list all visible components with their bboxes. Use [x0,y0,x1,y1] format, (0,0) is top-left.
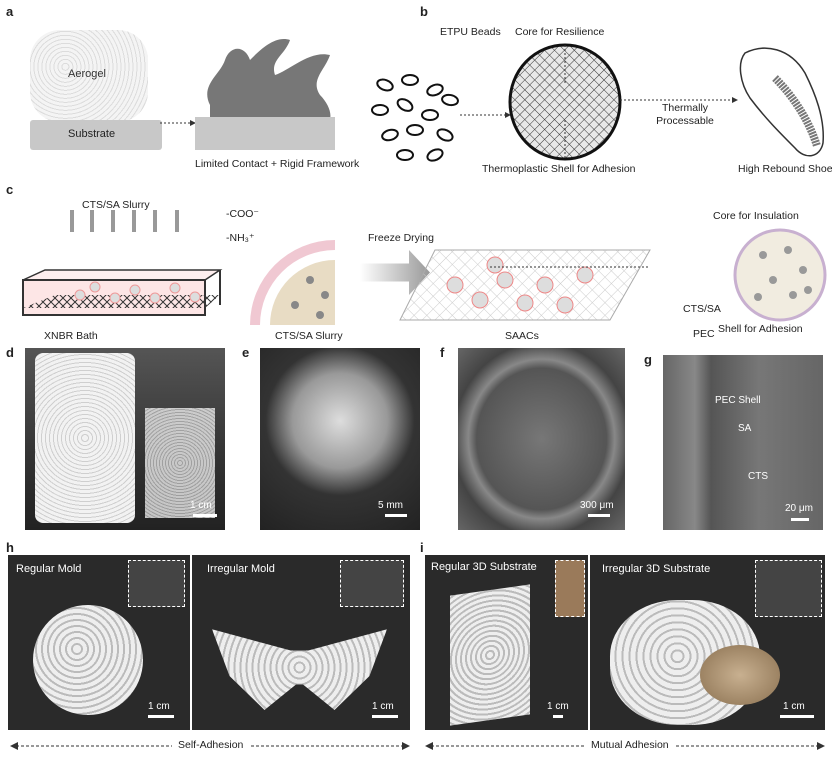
photo-regular-3d-substrate: Regular 3D Substrate 1 cm [425,555,588,730]
photo-dandelion: 5 mm [260,348,420,530]
sa-label: SA [738,423,752,434]
scale-label-i-right: 1 cm [783,701,805,712]
scale-label-i-left: 1 cm [547,701,569,712]
regular-mold-label: Regular Mold [16,563,82,575]
sem-cross-section: 300 μm [458,348,625,530]
scale-label-d: 1 cm [190,500,212,511]
panel-label-e: e [242,345,250,360]
coo-group-label: -COO⁻ [226,208,259,220]
core-resilience-label: Core for Resilience [515,26,605,38]
self-adhesion-label: Self-Adhesion [172,739,250,751]
scale-label-e: 5 mm [378,500,403,511]
xnbr-bath-diagram [22,210,223,316]
aerogel-label: Aerogel [68,68,106,80]
substrate-block [30,120,162,150]
cts-sa-label: CTS/SA [683,303,721,315]
pec-shell-label: PEC Shell [715,395,761,406]
slurry-quarter-section [250,240,335,325]
panel-label-c: c [6,182,14,197]
panel-label-g: g [644,352,652,367]
panel-label-a: a [6,4,14,19]
saacs-mesh-diagram [399,249,651,321]
nh3-group-label: -NH₃⁺ [226,232,255,244]
saac-cross-section [733,228,827,322]
pec-label: PEC [693,328,715,340]
mutual-adhesion-label: Mutual Adhesion [585,739,675,751]
photo-regular-mold-sphere: Regular Mold 1 cm [8,555,190,730]
aerogel-block [30,30,148,122]
xnbr-bath-label: XNBR Bath [44,330,98,342]
cts-label: CTS [748,471,768,482]
process-arrow [620,97,738,103]
etpu-beads-diagram [371,74,511,162]
irregular-substrate-label: Irregular 3D Substrate [602,563,711,575]
thermally-processable-label: Thermally Processable [656,102,714,127]
high-rebound-shoes-label: High Rebound Shoes [738,163,832,175]
panel-a-caption: Limited Contact + Rigid Framework [195,158,360,170]
self-adhesion-arrow [10,742,410,750]
photo-irregular-mold-butterfly: Irregular Mold 1 cm [192,555,410,730]
panel-label-i: i [420,540,424,555]
freeze-drying-label: Freeze Drying [368,232,434,244]
photo-jars-of-beads: 1 cm [25,348,225,530]
substrate-label: Substrate [68,128,116,140]
irregular-mold-label: Irregular Mold [207,563,275,575]
etpu-beads-label: ETPU Beads [440,26,501,38]
core-insulation-label: Core for Insulation [713,210,799,222]
rigid-framework-diagram [160,39,335,150]
photo-irregular-3d-substrate: Irregular 3D Substrate 1 cm [590,555,825,730]
scale-label-g: 20 μm [785,503,813,514]
cts-sa-slurry-bottom-label: CTS/SA Slurry [275,330,343,342]
sem-shell-detail: PEC Shell SA CTS 20 μm [663,355,823,530]
thermoplastic-shell-label: Thermoplastic Shell for Adhesion [482,163,636,175]
panel-label-b: b [420,4,428,19]
scale-label-h-left: 1 cm [148,701,170,712]
saacs-label: SAACs [505,330,539,342]
cts-sa-slurry-top-label: CTS/SA Slurry [82,199,150,211]
scale-label-f: 300 μm [580,500,614,511]
scale-label-h-right: 1 cm [372,701,394,712]
panel-label-f: f [440,345,445,360]
panel-label-h: h [6,540,14,555]
mutual-adhesion-arrow [425,742,825,750]
shoe-illustration [739,47,824,157]
shell-adhesion-label: Shell for Adhesion [718,323,803,335]
panel-label-d: d [6,345,14,360]
etpu-bead-cross-section [508,43,622,161]
regular-substrate-label: Regular 3D Substrate [431,561,537,573]
